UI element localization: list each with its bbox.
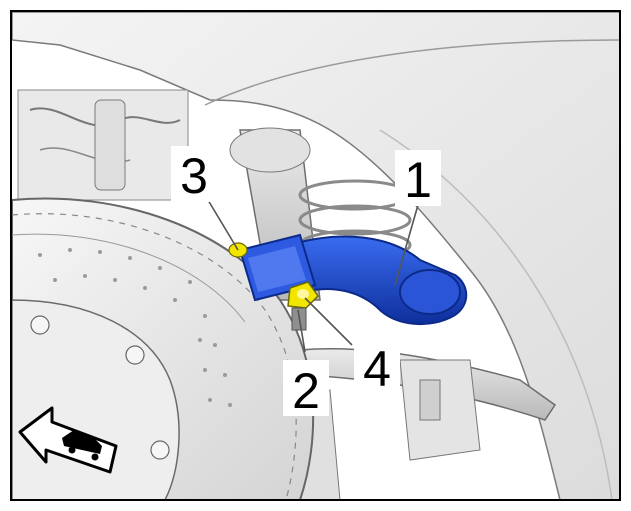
coupling-link xyxy=(238,233,468,326)
car-icon xyxy=(62,430,102,461)
callout-2: 2 xyxy=(283,360,329,419)
callout-1: 1 xyxy=(395,150,441,208)
callout-4-label: 4 xyxy=(363,341,391,397)
callout-3-label: 3 xyxy=(180,148,208,204)
forward-direction-arrow-icon xyxy=(18,406,118,474)
leader-lines xyxy=(207,199,419,353)
nut-4 xyxy=(287,281,319,309)
callout-4: 4 xyxy=(354,338,400,397)
callout-3: 3 xyxy=(171,146,217,204)
callout-2-label: 2 xyxy=(292,363,320,419)
callout-1-label: 1 xyxy=(404,152,432,208)
